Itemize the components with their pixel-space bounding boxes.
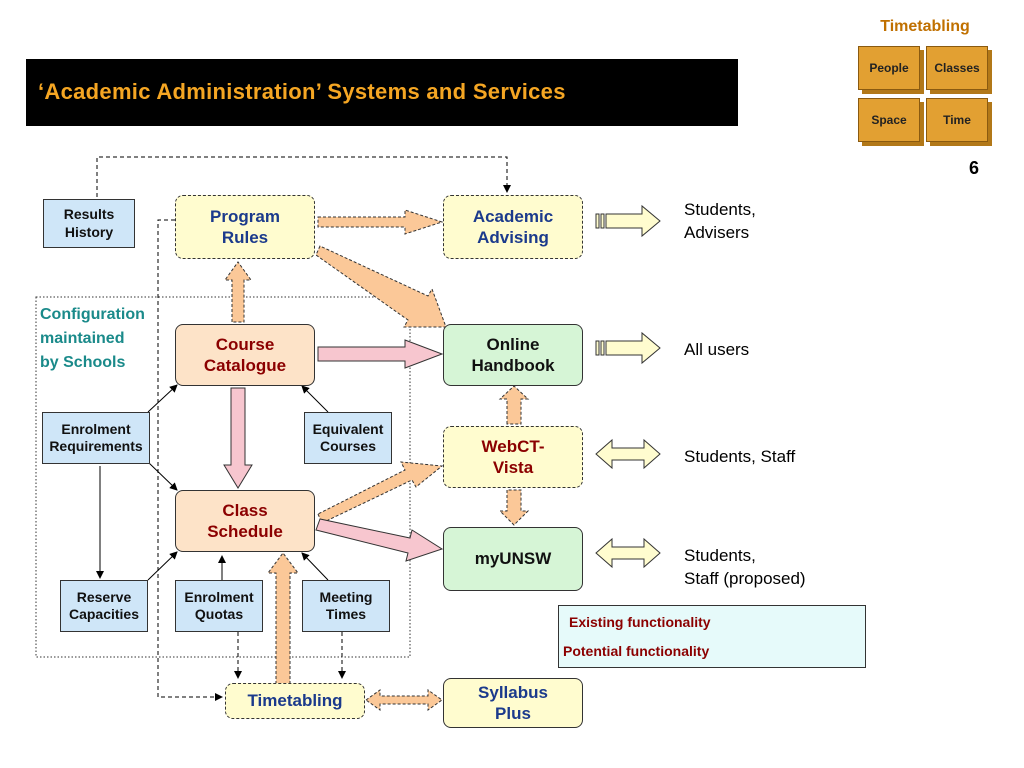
- arrow-webct-handbook: [498, 385, 530, 425]
- audience-arrow-handbook: [595, 331, 661, 365]
- arrow-catalogue-to-rules: [224, 261, 252, 323]
- audience-advising: Students,Advisers: [684, 200, 756, 242]
- cube-time: Time: [926, 98, 988, 142]
- audience-arrow-myunsw: [595, 537, 661, 569]
- arrow-timetabling-syllabus: [365, 689, 443, 711]
- arrow-webct-myunsw: [498, 489, 530, 526]
- node-myunsw: myUNSW: [443, 527, 583, 591]
- legend: Existing functionality Potential functio…: [558, 605, 866, 668]
- cube-space: Space: [858, 98, 920, 142]
- page-number: 6: [968, 158, 979, 178]
- config-label: Configuration maintained by Schools: [40, 306, 145, 371]
- dashed-connectors: [96, 156, 511, 701]
- node-timetabling: Timetabling: [225, 683, 365, 719]
- audience-arrow-webct: [595, 438, 661, 470]
- arrow-schedule-to-webct: [317, 461, 444, 524]
- legend-existing-label: Existing functionality: [569, 614, 711, 630]
- audience-arrow-advising: [595, 204, 661, 238]
- slide-title: ‘Academic Administration’ Systems and Se…: [38, 79, 566, 104]
- legend-potential-label: Potential functionality: [563, 643, 710, 659]
- audience-handbook: All users: [684, 340, 750, 359]
- solid-connectors: [96, 384, 329, 581]
- arrow-timetabling-to-schedule: [267, 552, 299, 685]
- audience-myunsw: Students,Staff (proposed): [684, 546, 806, 588]
- arrow-schedule-to-myunsw: [315, 518, 444, 562]
- audience-webct: Students, Staff: [684, 447, 796, 466]
- node-webct-vista: WebCT-Vista: [443, 426, 583, 488]
- arrow-rules-to-advising: [317, 209, 444, 235]
- cube-classes: Classes: [926, 46, 988, 90]
- title-bar: ‘Academic Administration’ Systems and Se…: [26, 59, 738, 126]
- arrow-catalogue-to-schedule: [223, 387, 253, 489]
- timetabling-heading: Timetabling: [880, 18, 970, 35]
- arrow-catalogue-to-handbook: [317, 339, 444, 369]
- arrow-rules-to-handbook: [315, 245, 447, 328]
- cube-people: People: [858, 46, 920, 90]
